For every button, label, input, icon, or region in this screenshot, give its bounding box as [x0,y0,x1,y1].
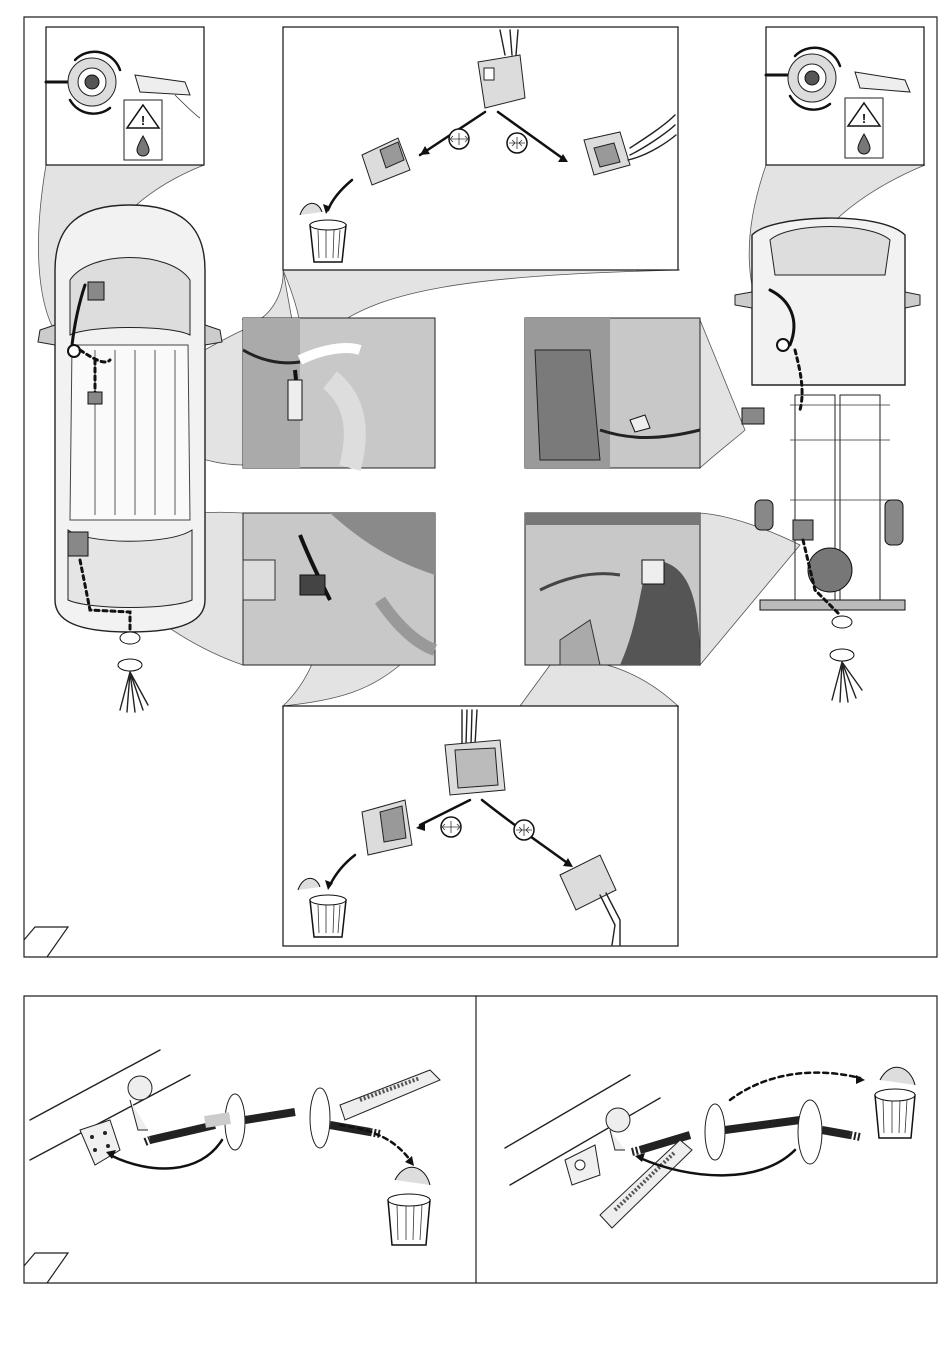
trash-bin-icon [875,1067,915,1138]
inset-top-right: ! [766,27,924,165]
connect-icon [507,133,527,153]
svg-text:!: ! [141,113,145,128]
vehicle-rear-view-right [735,218,920,702]
scissor-cutter-icon [340,1070,440,1120]
inset-connector-top [283,27,678,270]
svg-text:!: ! [862,111,866,126]
socket-mount-step-b [505,1067,915,1228]
inset-connector-bottom [283,706,678,946]
inset-top-left: ! [46,27,204,165]
disconnect-icon [449,129,469,149]
photo-panels [243,318,700,665]
disconnect-icon [441,817,461,837]
connect-icon [514,820,534,840]
socket-mount-step-a [30,1050,440,1245]
scissor-cutter-icon [600,1140,692,1228]
trash-bin-icon [388,1167,430,1245]
